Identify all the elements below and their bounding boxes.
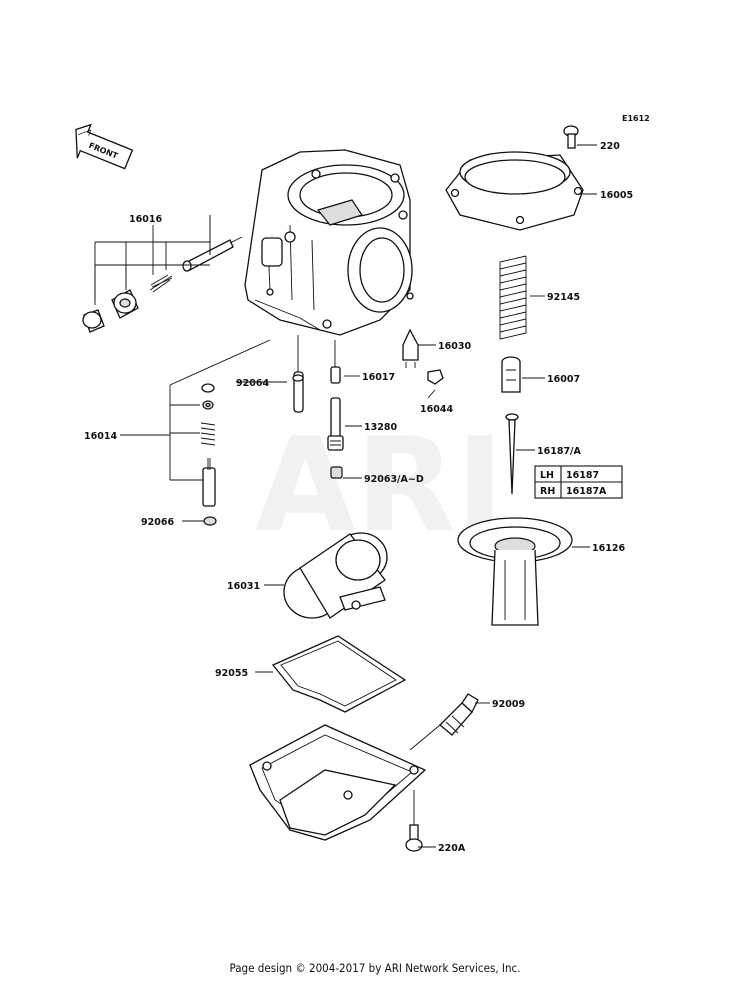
float-bowl-gasket [271,635,407,713]
needle-holder [501,356,521,393]
label-92063: 92063/A~D [364,474,424,485]
label-16014: 16014 [84,431,117,442]
variant-part-lh: 16187 [566,470,599,481]
label-16126: 16126 [592,543,625,554]
label-16031: 16031 [227,581,260,592]
label-92066: 92066 [141,517,174,528]
spring [499,255,527,340]
diaphragm [457,517,573,626]
label-16017: 16017 [362,372,395,383]
part-labels: 220 16005 16016 92145 16030 16007 92064 … [84,141,633,854]
label-16044: 16044 [420,404,453,415]
label-92009: 92009 [492,699,525,710]
label-16030: 16030 [438,341,471,352]
label-92145: 92145 [547,292,580,303]
carburetor-body [244,149,414,336]
float-bowl [249,724,427,841]
label-16187A: 16187/A [537,446,582,457]
pilot-screw-assembly [82,236,243,333]
diagram-code: E1612 [622,114,650,123]
variant-part-rh: 16187A [566,486,607,497]
top-cover [445,151,584,231]
label-220: 220 [600,141,620,152]
variant-side-rh: RH [540,486,555,497]
label-16016: 16016 [129,214,162,225]
label-92064: 92064 [236,378,269,389]
copyright-footer: Page design © 2004-2017 by ARI Network S… [229,961,521,975]
label-220A: 220A [438,843,466,854]
label-92055: 92055 [215,668,248,679]
drain-plug [439,693,479,736]
leader-lines [94,144,597,848]
bowl-screw [405,824,423,852]
throttle-slide [283,532,388,619]
label-13280: 13280 [364,422,397,433]
label-16007: 16007 [547,374,580,385]
variant-table: LH 16187 RH 16187A [534,465,623,499]
variant-side-lh: LH [540,470,554,481]
jet-needle [505,413,519,495]
pilot-jet-assembly [200,383,217,526]
label-16005: 16005 [600,190,633,201]
float-valve [402,328,444,385]
cap-screw [563,125,579,149]
front-arrow-icon: FRONT [75,123,134,170]
jets-column [292,366,344,479]
